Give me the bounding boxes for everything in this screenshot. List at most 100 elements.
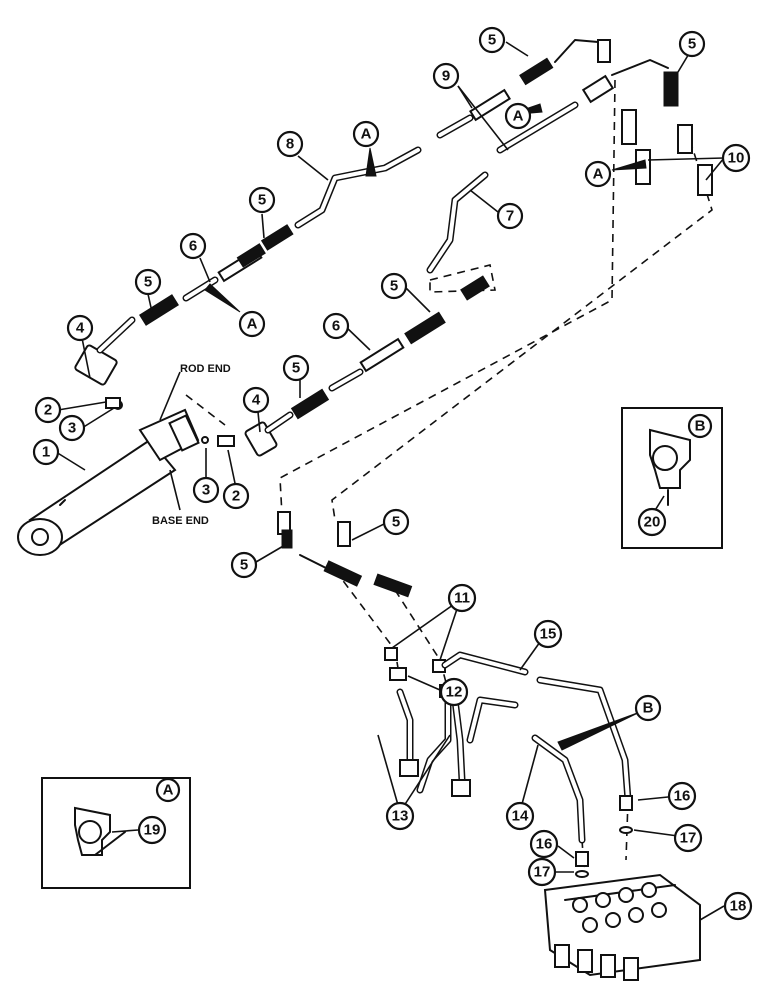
svg-text:4: 4: [76, 320, 85, 337]
tube-13-end-b: [451, 779, 471, 797]
svg-text:4: 4: [252, 392, 261, 409]
svg-text:3: 3: [202, 482, 210, 499]
callout-13: 13: [385, 801, 415, 831]
callout-2-lower: 2: [222, 482, 250, 510]
callout-a-right: A: [584, 160, 612, 188]
callout-5-lower: 5: [282, 354, 310, 382]
svg-text:17: 17: [680, 830, 697, 847]
svg-text:14: 14: [512, 808, 529, 825]
svg-text:10: 10: [728, 150, 745, 167]
oring-17-b: [619, 826, 633, 834]
hose-5-mid-end: [460, 275, 490, 301]
hydraulic-cylinder: [17, 397, 235, 556]
svg-text:12: 12: [446, 684, 463, 701]
svg-text:3: 3: [68, 420, 76, 437]
callout-17-right: 17: [673, 823, 703, 853]
hose-5-mid: [404, 311, 446, 345]
callout-b-box: B: [687, 413, 713, 439]
hose-5-lower-b: [373, 573, 413, 598]
callout-5-left: 5: [134, 268, 162, 296]
svg-text:1: 1: [42, 444, 50, 461]
callout-5-lower-right: 5: [382, 508, 410, 536]
callout-20: 20: [637, 507, 667, 537]
callout-17-left: 17: [527, 857, 557, 887]
callout-16-left: 16: [529, 829, 559, 859]
hose-5-b: [260, 224, 294, 251]
tube-10-d: [697, 164, 713, 196]
callout-4-top: 4: [66, 314, 94, 342]
svg-text:2: 2: [44, 402, 52, 419]
callout-5-upper-mid: 5: [248, 186, 276, 214]
svg-text:5: 5: [240, 557, 248, 574]
callout-12: 12: [439, 677, 469, 707]
svg-text:B: B: [695, 418, 706, 435]
callout-9: 9: [432, 62, 460, 90]
svg-text:5: 5: [258, 192, 266, 209]
callout-7: 7: [496, 202, 524, 230]
svg-text:6: 6: [332, 318, 340, 335]
callout-5-lower-left: 5: [230, 551, 258, 579]
svg-text:A: A: [247, 316, 258, 333]
callout-a-box: A: [155, 777, 181, 803]
fitting-lower-right: [337, 521, 351, 547]
upper-hose-assembly: [74, 39, 713, 457]
hose-5-top: [519, 57, 554, 86]
svg-text:5: 5: [488, 32, 496, 49]
callout-3-top: 3: [58, 414, 86, 442]
tube-6-b: [359, 337, 405, 373]
callout-a-left: A: [238, 310, 266, 338]
oring-3-b: [201, 436, 209, 444]
callout-b: B: [634, 694, 662, 722]
fitting-11-a: [384, 647, 398, 661]
svg-text:16: 16: [536, 836, 553, 853]
svg-text:A: A: [163, 782, 174, 799]
tube-10-a: [621, 109, 637, 145]
svg-text:13: 13: [392, 808, 409, 825]
fitting-top-right: [597, 39, 611, 63]
svg-text:18: 18: [730, 898, 747, 915]
callout-1: 1: [32, 438, 60, 466]
svg-text:5: 5: [688, 36, 696, 53]
svg-text:11: 11: [454, 590, 470, 607]
tube-10-c: [677, 124, 693, 154]
svg-text:16: 16: [674, 788, 691, 805]
callout-8: 8: [276, 130, 304, 158]
oring-17-a: [575, 870, 589, 878]
pointer-a-left: [204, 283, 241, 313]
base-end-label: BASE END: [152, 515, 209, 527]
callout-2-top: 2: [34, 396, 62, 424]
svg-text:5: 5: [390, 278, 398, 295]
fitting-16-a: [575, 851, 589, 867]
hose-5-lower: [290, 388, 330, 420]
pointer-a-right: [611, 159, 647, 171]
svg-text:19: 19: [144, 822, 161, 839]
callout-5-right: 5: [678, 30, 706, 58]
svg-text:2: 2: [232, 488, 240, 505]
callout-a-upper-right: A: [504, 102, 532, 130]
tube-13-end-a: [399, 759, 419, 777]
rod-end-label: ROD END: [180, 363, 231, 375]
callout-3-lower: 3: [192, 476, 220, 504]
callout-18: 18: [723, 891, 753, 921]
callout-6-left: 6: [179, 232, 207, 260]
svg-text:9: 9: [442, 68, 450, 85]
svg-text:15: 15: [540, 626, 557, 643]
callout-5-middle: 5: [380, 272, 408, 300]
hose-end-lower-left: [281, 529, 293, 549]
adapter-2-a: [105, 397, 121, 409]
elbow-fitting-upper: [74, 344, 118, 386]
svg-text:17: 17: [534, 864, 551, 881]
pointer-a-top: [365, 147, 377, 177]
callout-5-top: 5: [478, 26, 506, 54]
control-valve: [543, 873, 701, 981]
tube-9-upper: [469, 88, 511, 122]
callout-10: 10: [721, 143, 751, 173]
callout-19: 19: [137, 815, 167, 845]
svg-text:A: A: [513, 108, 524, 125]
svg-text:8: 8: [286, 136, 294, 153]
callout-15: 15: [533, 619, 563, 649]
svg-text:20: 20: [644, 514, 661, 531]
callout-4-lower: 4: [242, 386, 270, 414]
svg-text:6: 6: [189, 238, 197, 255]
